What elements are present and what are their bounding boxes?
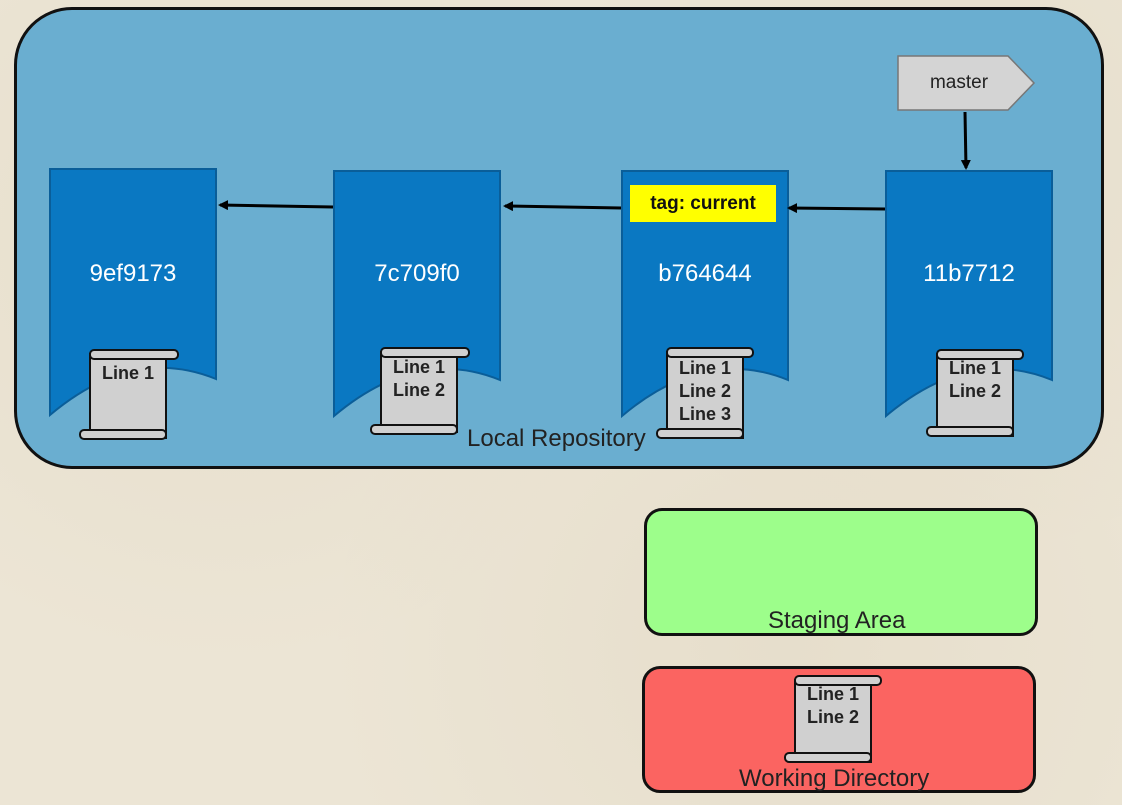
commit-id-label: 11b7712: [923, 260, 1015, 287]
scroll-icon: [79, 349, 179, 440]
file-content-9ef9173: Line 1: [92, 362, 164, 385]
working-directory-label: Working Directory: [739, 765, 930, 792]
file-content-b764644: Line 1 Line 2 Line 3: [669, 357, 741, 426]
file-line: Line 3: [678, 404, 731, 424]
file-line: Line 2: [948, 381, 1001, 401]
staging-area-box: [644, 508, 1038, 636]
file-line: Line 2: [678, 381, 731, 401]
file-line: Line 1: [392, 357, 445, 377]
staging-area-label: Staging Area: [768, 607, 906, 634]
file-line: Line 1: [101, 363, 154, 383]
parent-arrow-7c709f0: [218, 200, 334, 211]
parent-arrow-b764644: [503, 201, 622, 212]
parent-arrow-11b7712: [787, 203, 886, 214]
tag-label: tag: current: [630, 185, 776, 222]
scroll-icon: [926, 349, 1024, 437]
commit-id-label: 9ef9173: [89, 260, 177, 287]
local-repository-label: Local Repository: [467, 425, 646, 452]
file-content-7c709f0: Line 1 Line 2: [383, 356, 455, 402]
branch-label: master: [929, 72, 989, 93]
commit-id-label: b764644: [658, 260, 752, 287]
file-line: Line 2: [806, 707, 859, 727]
file-content-11b7712: Line 1 Line 2: [939, 357, 1011, 403]
branch-master-pointer: [897, 55, 1036, 111]
file-line: Line 1: [806, 684, 859, 704]
scroll-icon: [656, 347, 754, 439]
file-line: Line 1: [678, 358, 731, 378]
scroll-icon: [370, 347, 470, 435]
branch-arrow: [960, 111, 971, 170]
file-content-working: Line 1 Line 2: [797, 683, 869, 729]
commit-id-label: 7c709f0: [374, 260, 460, 287]
file-line: Line 2: [392, 380, 445, 400]
file-line: Line 1: [948, 358, 1001, 378]
scroll-icon: [784, 675, 882, 763]
